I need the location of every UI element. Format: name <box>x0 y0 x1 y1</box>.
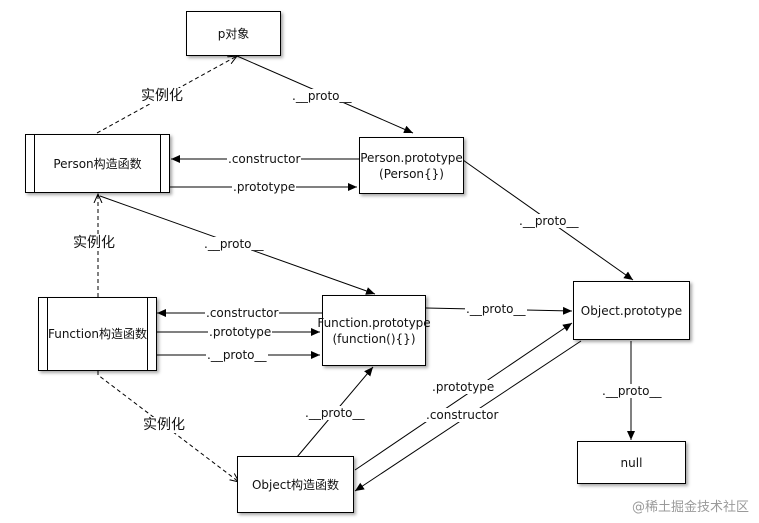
node-label: null <box>620 455 643 470</box>
node-label: Object构造函数 <box>251 477 340 492</box>
label-function-constructor: .constructor <box>205 306 280 320</box>
node-label: p对象 <box>217 26 250 41</box>
node-label-line2: (function(){}) <box>332 331 416 346</box>
node-object-constructor: Object构造函数 <box>237 456 354 513</box>
node-null: null <box>577 441 686 484</box>
label-person-constructor: .constructor <box>227 152 302 166</box>
label-objectproto-proto: .__proto__ <box>601 384 663 398</box>
node-object-prototype: Object.prototype <box>573 281 690 340</box>
label-person-prototype: .prototype <box>232 180 297 194</box>
node-label-line1: Function.prototype <box>317 315 431 330</box>
node-label-line1: Person.prototype <box>360 150 463 165</box>
node-label-line2: (Person{}) <box>379 166 444 181</box>
watermark: @稀土掘金技术社区 <box>631 500 749 515</box>
node-label: Object.prototype <box>580 303 683 318</box>
label-functionproto-proto: .__proto__ <box>465 302 527 316</box>
label-personproto-proto: .__proto__ <box>518 214 580 228</box>
label-function-instantiate: 实例化 <box>72 235 116 251</box>
label-person-instantiate: 实例化 <box>140 88 184 104</box>
label-object-instantiate: 实例化 <box>142 417 186 433</box>
node-label: Person构造函数 <box>53 156 142 171</box>
label-function-self-proto: .__proto__ <box>206 348 268 362</box>
node-function-prototype: Function.prototype (function(){}) <box>317 295 431 366</box>
label-personctor-proto: .__proto__ <box>203 237 265 251</box>
node-person-constructor: Person构造函数 <box>25 134 170 193</box>
label-function-prototype: .prototype <box>208 325 273 339</box>
label-objectctor-proto: .__proto__ <box>304 406 366 420</box>
edge-object-prototype <box>354 322 573 471</box>
label-object-prototype: .prototype <box>431 380 496 394</box>
node-function-constructor: Function构造函数 <box>38 297 157 371</box>
node-p-object: p对象 <box>186 11 281 56</box>
label-object-constructor: .constructor <box>425 408 500 422</box>
label-p-proto: .__proto__ <box>291 89 353 103</box>
node-label: Function构造函数 <box>47 327 148 341</box>
node-person-prototype: Person.prototype (Person{}) <box>359 137 464 194</box>
edge-object-instantiate <box>97 371 239 482</box>
